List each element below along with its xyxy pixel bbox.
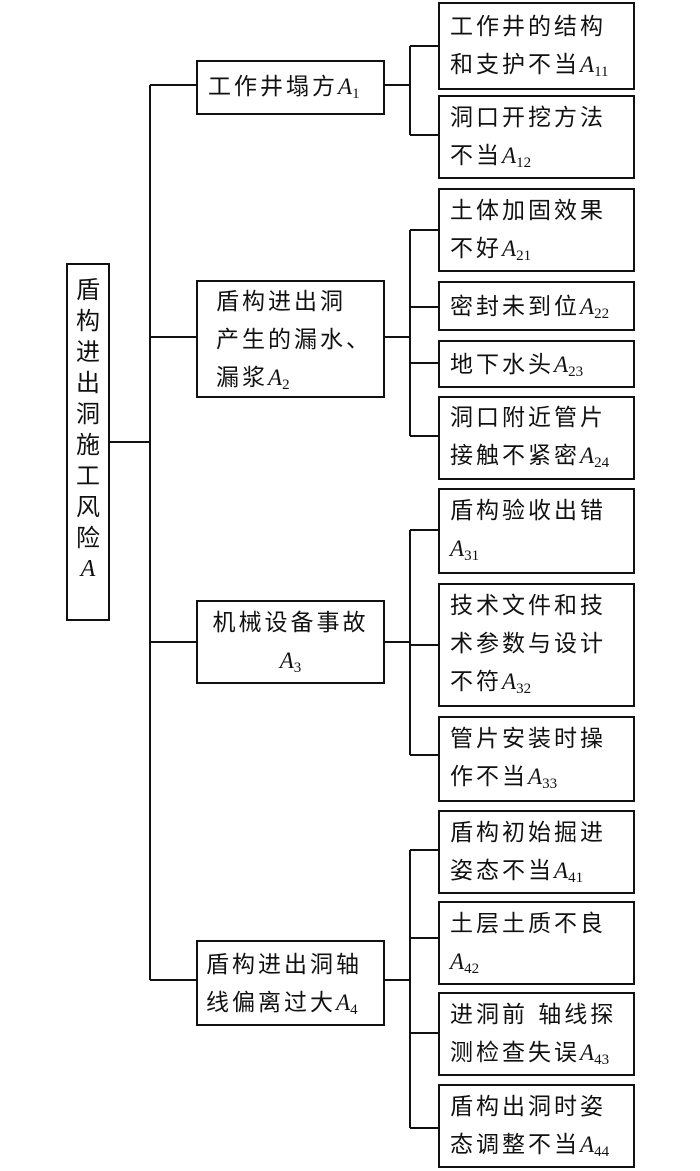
node-label-line: 盾构进出洞 <box>216 289 346 315</box>
leaf-node-a11: 工作井的结构和支护不当A11 <box>438 2 635 90</box>
risk-subscript: 22 <box>594 306 610 322</box>
root-char: 工 <box>76 462 100 490</box>
category-node-a4: 盾构进出洞轴线偏离过大A4 <box>196 940 385 1026</box>
leaf-node-a42: 土层土质不良 A42 <box>438 901 635 985</box>
risk-subscript: 23 <box>568 364 584 380</box>
category-node-a3: 机械设备事故 A3 <box>196 600 385 684</box>
node-label-line: 和支护不当A11 <box>450 52 609 80</box>
node-label-line: 术参数与设计 <box>450 631 606 657</box>
node-label-line: 漏浆A2 <box>216 365 290 393</box>
node-label-line: 盾构进出洞轴 <box>206 952 362 978</box>
node-label-line: 盾构出洞时姿 <box>450 1094 606 1120</box>
leaf-node-a44: 盾构出洞时姿态调整不当A44 <box>438 1084 635 1168</box>
node-label-line: 密封未到位A22 <box>450 294 610 322</box>
risk-subscript: 21 <box>516 248 532 264</box>
risk-symbol: A21 <box>502 236 532 264</box>
risk-symbol: A44 <box>580 1132 610 1160</box>
risk-symbol: A41 <box>554 858 584 886</box>
node-label-line: 接触不紧密A24 <box>450 443 610 471</box>
root-char: 盾 <box>76 276 100 304</box>
node-label-line: A42 <box>450 943 623 988</box>
risk-symbol: A22 <box>580 294 610 322</box>
root-char: 风 <box>76 493 100 521</box>
root-char: 出 <box>76 369 100 397</box>
risk-subscript: 42 <box>464 961 480 977</box>
node-label-line: 盾构验收出错 <box>450 498 606 524</box>
node-label-line: 盾构初始掘进 <box>450 820 606 846</box>
risk-symbol: A23 <box>554 352 584 380</box>
leaf-node-a24: 洞口附近管片接触不紧密A24 <box>438 396 635 480</box>
risk-subscript: 24 <box>594 455 610 471</box>
risk-subscript: 44 <box>594 1144 610 1160</box>
root-symbol: A <box>80 556 96 582</box>
node-label-line: 测检查失误A43 <box>450 1040 610 1068</box>
risk-symbol: A12 <box>502 143 532 171</box>
node-label-line: 不好A21 <box>450 236 532 264</box>
node-label-line: 技术文件和技 <box>450 593 606 619</box>
leaf-node-a23: 地下水头A23 <box>438 340 635 388</box>
risk-symbol: A33 <box>528 764 558 792</box>
risk-symbol: A43 <box>580 1040 610 1068</box>
leaf-node-a41: 盾构初始掘进姿态不当A41 <box>438 810 635 894</box>
risk-subscript: 12 <box>516 155 532 171</box>
risk-subscript: 1 <box>352 86 360 102</box>
risk-symbol: A11 <box>580 52 609 80</box>
root-char: 进 <box>76 338 100 366</box>
node-label-line: 工作井的结构 <box>450 14 606 40</box>
node-label-line: 洞口附近管片 <box>450 405 606 431</box>
node-label-line: 土体加固效果 <box>450 198 606 224</box>
risk-symbol: A32 <box>502 669 532 697</box>
root-char: 洞 <box>76 400 100 428</box>
root-char: 险 <box>76 524 100 552</box>
node-label-line: 作不当A33 <box>450 764 558 792</box>
risk-symbol: A24 <box>580 443 610 471</box>
risk-subscript: 41 <box>568 870 584 886</box>
node-label-line: 进洞前 轴线探 <box>450 1002 617 1028</box>
leaf-node-a12: 洞口开挖方法不当A12 <box>438 95 635 179</box>
risk-subscript: 32 <box>516 681 532 697</box>
root-char: 构 <box>76 307 100 335</box>
leaf-node-a33: 管片安装时操作不当A33 <box>438 716 635 802</box>
risk-subscript: 4 <box>350 1002 358 1018</box>
node-label-line: 机械设备事故 <box>212 610 369 636</box>
node-label-line: 姿态不当A41 <box>450 858 584 886</box>
risk-symbol: A31 <box>450 536 480 564</box>
risk-subscript: 11 <box>594 64 609 80</box>
risk-subscript: 2 <box>282 377 290 393</box>
category-node-a1: 工作井塌方A1 <box>196 60 385 115</box>
leaf-node-a32: 技术文件和技术参数与设计不符A32 <box>438 583 635 707</box>
risk-symbol: A1 <box>338 74 360 102</box>
node-label-line: 不当A12 <box>450 143 532 171</box>
risk-symbol: A42 <box>450 949 480 977</box>
risk-symbol: A3 <box>279 648 302 676</box>
leaf-node-a43: 进洞前 轴线探测检查失误A43 <box>438 992 635 1076</box>
node-label-line: 产生的漏水、 <box>216 327 372 353</box>
node-label-line: 土层土质不良 <box>450 911 606 937</box>
risk-symbol: A2 <box>268 365 290 393</box>
node-label-line: 不符A32 <box>450 669 532 697</box>
leaf-node-a21: 土体加固效果不好A21 <box>438 188 635 272</box>
risk-subscript: 3 <box>293 660 302 676</box>
node-label-line: 态调整不当A44 <box>450 1132 610 1160</box>
node-label-line: 洞口开挖方法 <box>450 105 606 131</box>
root-char: 施 <box>76 431 100 459</box>
node-label-line: 工作井塌方A1 <box>208 74 360 102</box>
leaf-node-a22: 密封未到位A22 <box>438 281 635 331</box>
risk-symbol: A4 <box>336 990 358 1018</box>
node-label-line: 地下水头A23 <box>450 352 584 380</box>
risk-subscript: 43 <box>594 1052 610 1068</box>
node-label-line: 管片安装时操 <box>450 726 606 752</box>
node-label-line: A31 <box>450 530 623 575</box>
risk-subscript: 33 <box>542 776 558 792</box>
category-node-a2: 盾构进出洞产生的漏水、漏浆A2 <box>196 280 385 398</box>
risk-subscript: 31 <box>464 548 480 564</box>
node-label-line: A3 <box>206 642 375 687</box>
node-label-line: 线偏离过大A4 <box>206 990 358 1018</box>
leaf-node-a31: 盾构验收出错 A31 <box>438 488 635 574</box>
